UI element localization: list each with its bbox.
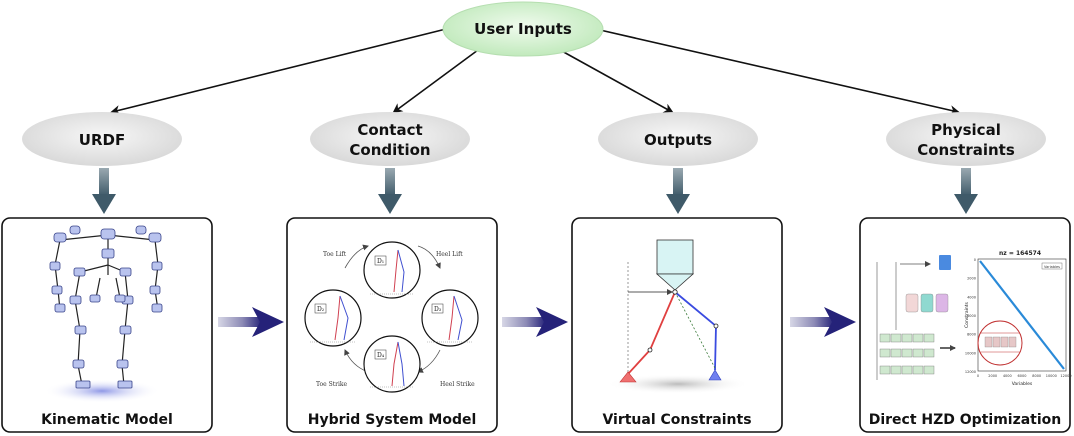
down-arrows: [92, 168, 978, 214]
down-arrow-4: [954, 168, 978, 214]
user-inputs-label: User Inputs: [474, 20, 572, 38]
x-tick-2: 4000: [1003, 374, 1012, 378]
x-tick-4: 8000: [1032, 374, 1041, 378]
down-arrow-3: [666, 168, 690, 214]
domain-bottom: D₄: [363, 335, 421, 393]
y-tick-5: 10000: [965, 351, 976, 355]
y-tick-3: 6000: [967, 314, 976, 318]
down-arrow-1: [92, 168, 116, 214]
label-toe-strike: Toe Strike: [316, 381, 348, 388]
y-tick-6: 12000: [965, 370, 976, 374]
optimization-structure: [876, 255, 956, 380]
sparsity-plot: nz = 164574 Variables Constraints Variab…: [964, 250, 1072, 387]
input-physical-line1: Physical: [931, 121, 1001, 139]
panel-hybrid-title: Hybrid System Model: [308, 412, 477, 428]
connector-physical: [599, 29, 960, 116]
plot-title: nz = 164574: [999, 250, 1041, 257]
input-node-physical-constraints: Physical Constraints: [886, 112, 1046, 166]
domain-top-label: D₁: [377, 258, 384, 265]
panel-virtual-constraints: Virtual Constraints: [571, 217, 783, 433]
domain-bottom-label: D₄: [377, 352, 385, 359]
x-tick-3: 6000: [1018, 374, 1027, 378]
input-contact-line2: Condition: [349, 141, 430, 159]
domain-right: D₃: [421, 289, 479, 347]
panel-hzd-title: Direct HZD Optimization: [869, 412, 1062, 428]
input-node-urdf: URDF: [22, 112, 182, 166]
x-tick-5: 10000: [1046, 374, 1057, 378]
sparsity-diagonal: [979, 260, 1065, 370]
panel-virtual-title: Virtual Constraints: [602, 412, 751, 428]
user-inputs-node: User Inputs: [442, 1, 604, 57]
x-tick-labels: 0 2000 4000 6000 8000 10000 12000: [977, 374, 1072, 378]
domain-top: D₁: [363, 241, 421, 299]
panel-hybrid-system-model: Toe Lift Heel Lift Toe Strike Heel Strik…: [286, 217, 498, 433]
plot-ylabel: Constraints: [964, 302, 970, 328]
x-tick-6: 12000: [1060, 374, 1071, 378]
y-tick-1: 2000: [967, 277, 976, 281]
input-node-contact-condition: Contact Condition: [310, 112, 470, 166]
label-toe-lift: Toe Lift: [323, 251, 347, 258]
robot-joints: [49, 225, 163, 389]
y-tick-0: 0: [974, 258, 976, 262]
leg-angle-line: [674, 291, 717, 371]
plot-legend: Variables: [1044, 265, 1060, 269]
input-outputs-label: Outputs: [644, 131, 712, 149]
flow-arrow-2: [502, 307, 568, 337]
connector-outputs: [559, 49, 674, 113]
y-tick-2: 4000: [967, 295, 976, 299]
connector-contact: [392, 49, 479, 114]
swing-foot: [708, 369, 722, 381]
input-urdf-label: URDF: [79, 131, 125, 149]
biped-torso: [655, 239, 695, 291]
panel-kinematic-model: Kinematic Model: [1, 217, 213, 433]
domain-left-label: D₂: [317, 306, 325, 313]
stance-foot: [619, 371, 637, 383]
connector-urdf: [110, 27, 451, 115]
panel-direct-hzd-optimization: nz = 164574 Variables Constraints Variab…: [859, 217, 1072, 433]
flow-arrow-3: [790, 307, 856, 337]
input-node-outputs: Outputs: [598, 112, 758, 166]
down-arrow-2: [378, 168, 402, 214]
y-tick-labels: 0 2000 4000 6000 8000 10000 12000: [965, 258, 976, 374]
root-connectors: [110, 27, 960, 116]
zoom-circle: [977, 320, 1023, 366]
domain-right-label: D₃: [434, 306, 442, 313]
input-physical-line2: Constraints: [917, 141, 1015, 159]
x-tick-0: 0: [977, 374, 979, 378]
flow-arrow-1: [218, 307, 284, 337]
label-heel-lift: Heel Lift: [436, 251, 463, 258]
input-contact-line1: Contact: [357, 121, 422, 139]
label-heel-strike: Heel Strike: [440, 381, 475, 388]
x-tick-1: 2000: [988, 374, 997, 378]
plot-xlabel: Variables: [1012, 381, 1033, 387]
domain-left: D₂: [304, 289, 362, 347]
panel-kinematic-title: Kinematic Model: [41, 412, 173, 428]
flow-arrows: [218, 307, 856, 337]
y-tick-4: 8000: [967, 333, 976, 337]
